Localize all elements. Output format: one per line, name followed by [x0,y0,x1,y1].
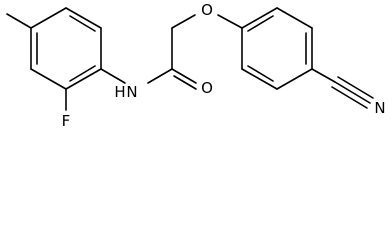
nitrile-bond-3 [331,86,368,109]
ring-b-double-1 [247,15,274,32]
oxygen-aryl-bond [217,14,243,29]
nitrile-nitrogen-label: N [374,99,385,117]
nitrile-bond-2 [337,76,374,99]
fluorine-label: F [62,112,71,130]
ether-oxygen-label: O [201,1,213,19]
carbonyl-oxygen-label: O [201,79,213,97]
carbonyl-bond-2 [173,75,197,90]
methylene-oxygen-bond [171,14,196,29]
amide-bond [147,68,173,84]
nitrile-bond-1 [334,81,371,104]
structure-canvas: F N H O O N [6,1,386,130]
carbonyl-bond-1 [171,68,197,84]
ring-a-double-1 [69,15,96,32]
aryl-nitrogen-bond [100,68,126,84]
fluoromethylphenyl-ring [30,7,102,90]
ring-b-double-3 [247,65,274,82]
ring-nitrile-bond [311,68,336,83]
methyl-bond [6,13,32,29]
ring-b-bond-4 [276,68,313,90]
ring-a-bond-3 [65,68,102,90]
ring-a-bond-6 [30,7,67,29]
molecule-diagram: F N H O O N [6,1,386,130]
ring-a-bond-4 [30,68,67,90]
ring-b-bond-5 [241,68,278,90]
amide-hydrogen-label: H [114,83,125,101]
amide-nitrogen-label: N [126,83,137,101]
ring-b-bond-2 [276,7,313,29]
cyanophenyl-ring [241,7,313,90]
ring-a-bond-1 [65,7,102,29]
ring-b-bond-1 [241,7,278,29]
ring-a-double-2 [69,65,96,82]
